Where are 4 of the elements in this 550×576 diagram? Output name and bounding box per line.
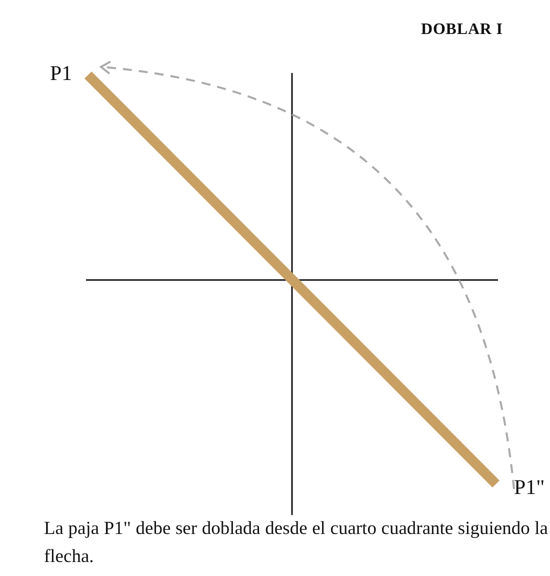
point-label: P1"	[514, 476, 545, 498]
point-label: P1	[50, 62, 72, 84]
title: DOBLAR I	[421, 20, 503, 40]
caption: La paja P1" debe ser doblada desde el cuarto cuadrante siguiendo la flecha.	[44, 518, 548, 569]
